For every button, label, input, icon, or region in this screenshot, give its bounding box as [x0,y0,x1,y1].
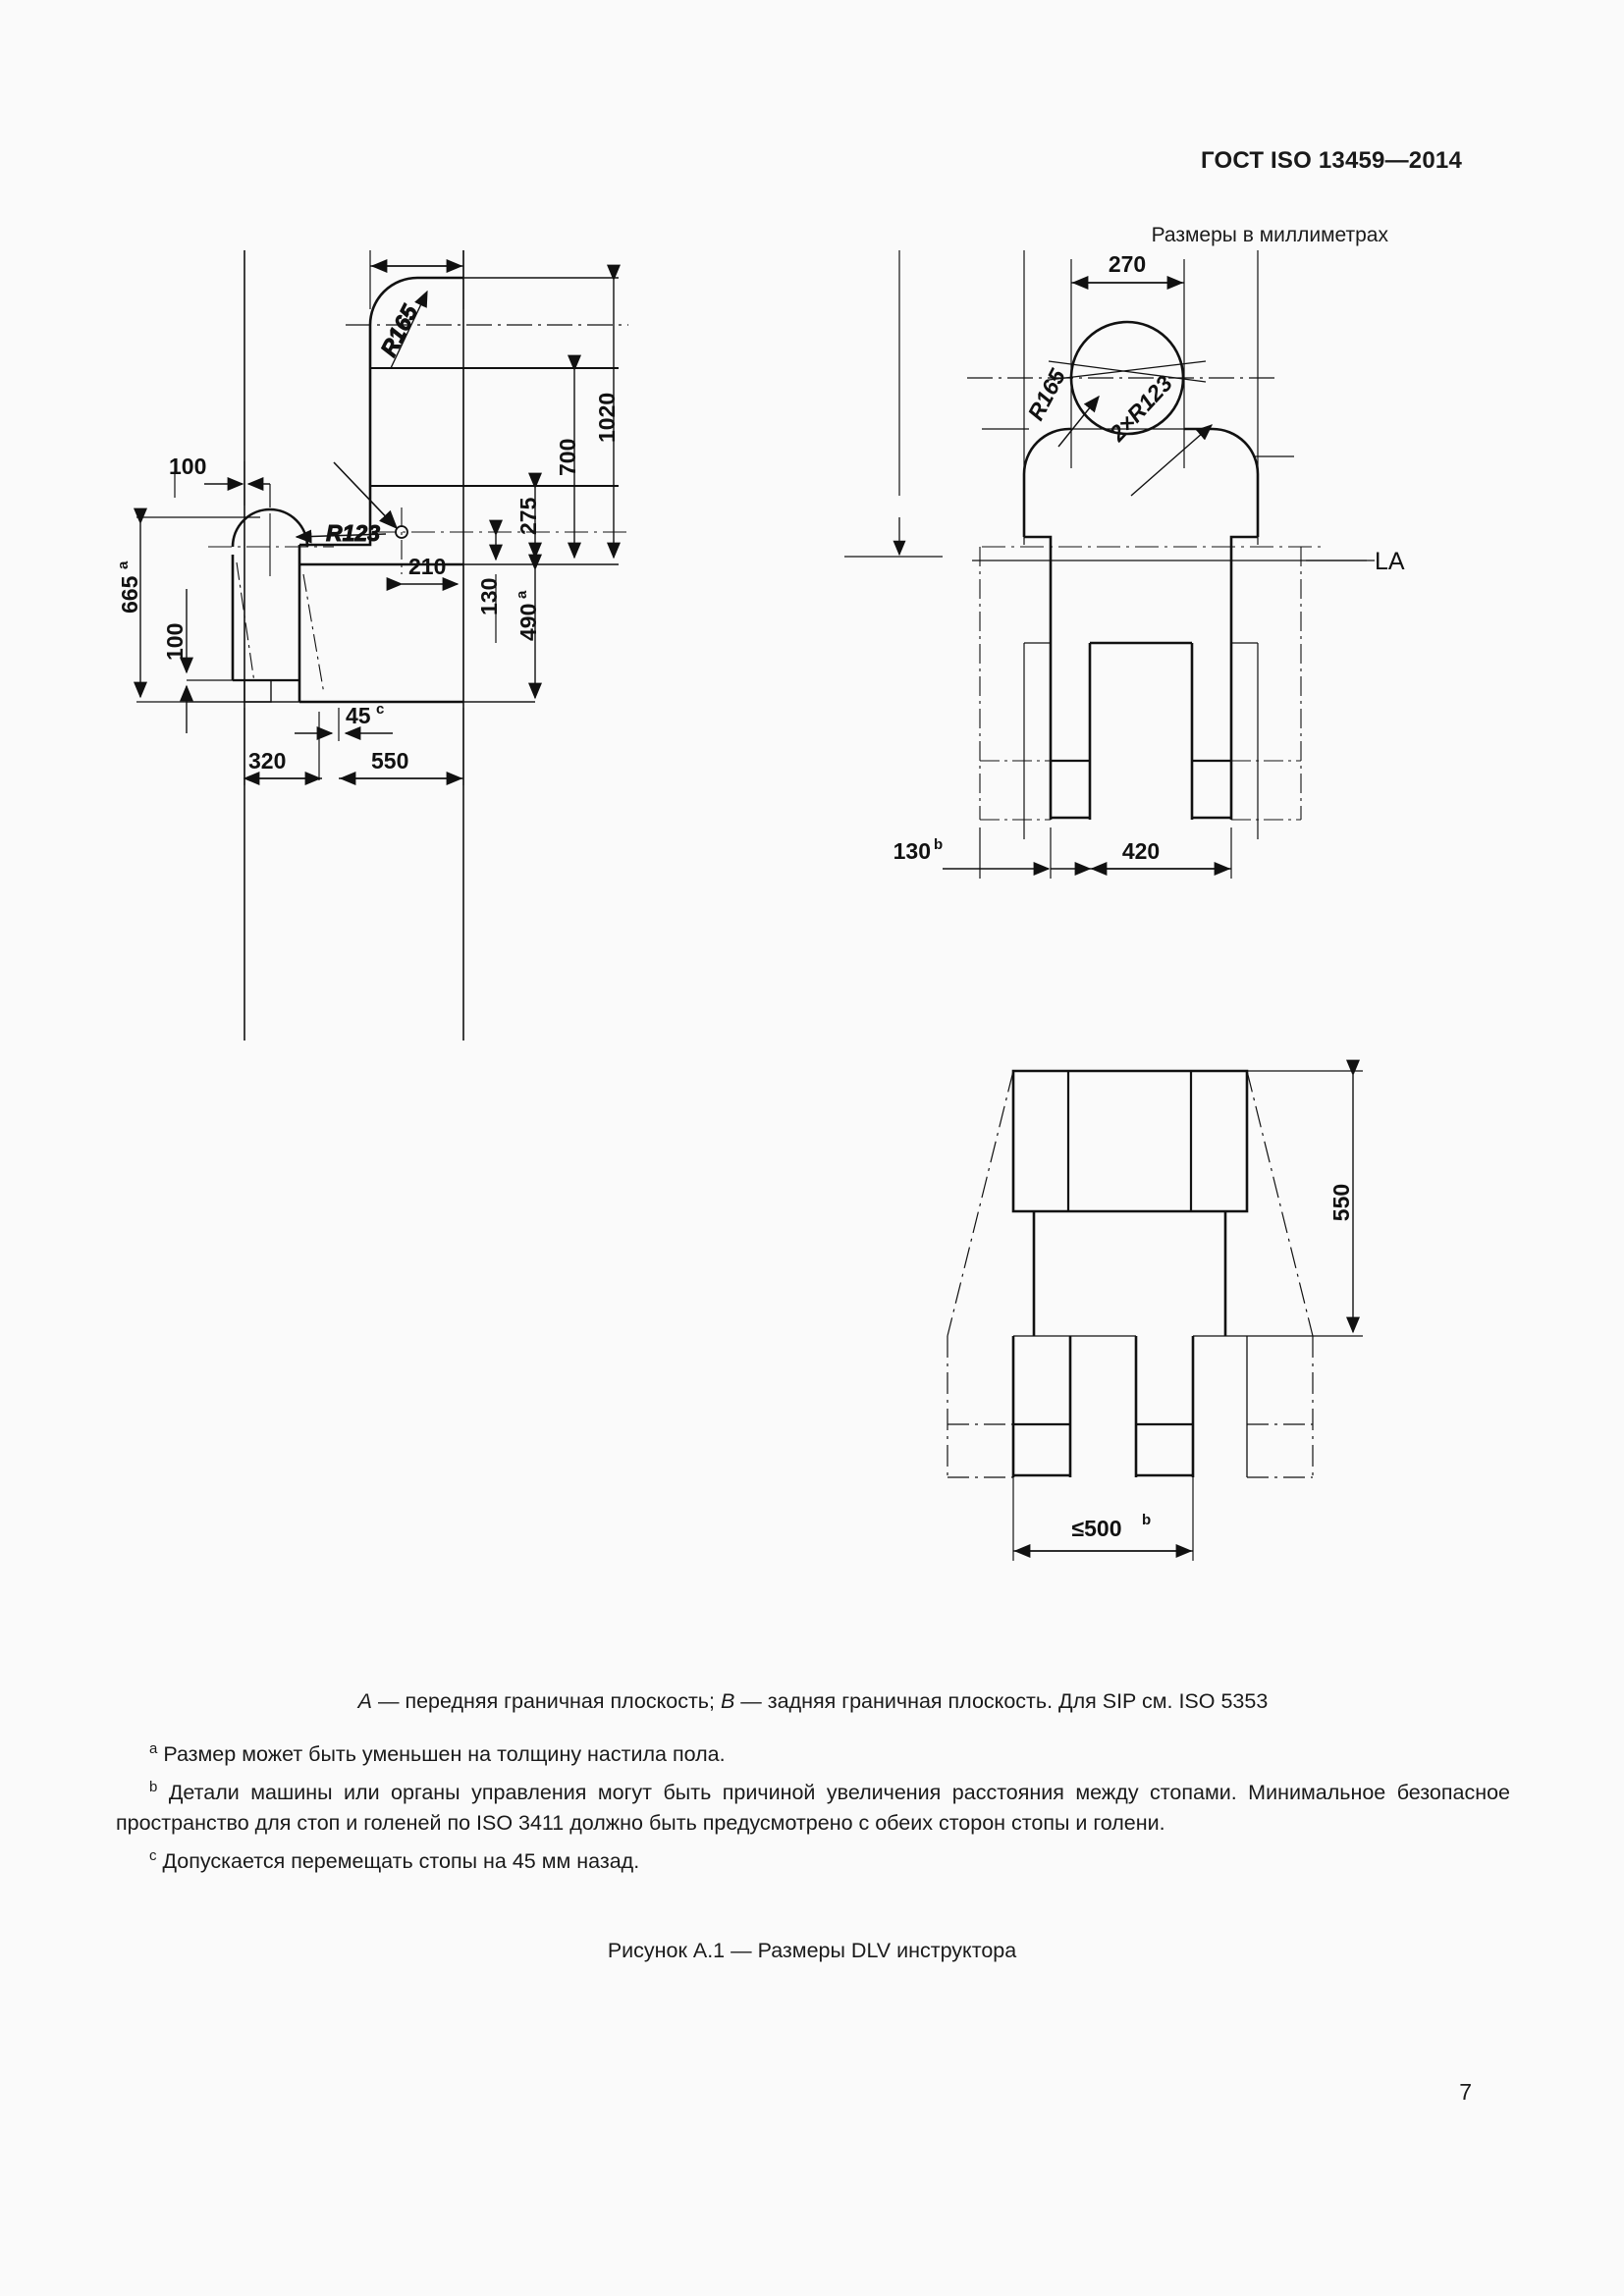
footnote-a-marker: a [149,1739,158,1757]
legend-label-b: B [720,1689,735,1713]
legend-label-a: A [357,1689,373,1713]
side-head-outline [368,276,463,368]
dim-side-seat-height-sup: a [514,590,530,599]
dim-side-foot-radius: R123 [326,520,380,546]
front-shoulder-left [1022,427,1071,537]
dim-side-shoulder-height: 700 [555,439,580,476]
legend-text-b: — задняя граничная плоскость. Для SIP см… [734,1689,1269,1713]
dim-side-front-length: 550 [371,748,408,774]
dim-bottom-max-foot-spread-sup: b [1142,1512,1151,1528]
page-number: 7 [1459,2079,1472,2105]
footnote-a: a Размер может быть уменьшен на толщину … [116,1738,1510,1770]
dim-side-seat-height: 490 [515,604,541,641]
dim-front-foot-clearance-sup: b [934,836,943,853]
dim-side-head-radius: R165 [375,299,423,360]
footnote-a-text: Размер может быть уменьшен на толщину на… [163,1741,726,1766]
dim-front-foot-clearance: 130 [893,838,931,864]
dim-bottom-leg-height: 550 [1328,1184,1354,1221]
footnote-b-text: Детали машины или органы управления могу… [116,1781,1511,1835]
dim-front-head-width: 270 [1109,251,1146,277]
dim-front-shoulder-radius: 2×R123 [1104,370,1177,447]
footnote-b: b Детали машины или органы управления мо… [116,1777,1510,1838]
side-torso-outline [299,486,372,547]
bottom-view [947,1059,1363,1561]
dim-side-foot-height: 100 [162,623,188,661]
dim-side-foot-shift: 45 [346,703,371,728]
footnote-c-marker: c [149,1847,157,1865]
dim-side-knee-offset: 130 [476,578,502,615]
dim-front-head-radius: R165 [1022,364,1070,425]
footnote-c-text: Допускается перемещать стопы на 45 мм на… [162,1849,640,1874]
dim-side-head-width: 330 [393,250,430,251]
units-note: Размеры в миллиметрах [1151,224,1388,246]
technical-drawing: R123 R165 [0,250,1624,1664]
figure-notes: A — передняя граничная плоскость; B — за… [116,1686,1510,1885]
standard-title: ГОСТ ISO 13459—2014 [1201,147,1462,174]
figure-legend: A — передняя граничная плоскость; B — за… [116,1686,1510,1717]
dim-front-foot-spacing: 420 [1122,838,1160,864]
dim-side-hip-to-knee: 210 [408,554,446,579]
dim-side-rear-length: 320 [248,748,286,774]
footnote-c: c Допускается перемещать стопы на 45 мм … [116,1845,1510,1877]
footnote-b-marker: b [149,1779,158,1796]
dim-side-foot-shift-sup: c [376,701,384,718]
dim-side-back-offset: 100 [169,454,206,479]
figure-caption: Рисунок А.1 — Размеры DLV инструктора [607,1939,1017,1962]
dim-side-total-height-sup: a [115,561,132,569]
label-leg-axis: LA [1375,548,1405,575]
dim-bottom-max-foot-spread: ≤500 [1072,1516,1122,1541]
legend-text-a: — передняя граничная плоскость; [372,1689,721,1713]
dim-side-hip-height: 275 [515,497,541,535]
dim-side-total-height: 665 [117,575,142,614]
dim-side-seat-to-top: 1020 [594,393,620,443]
front-shoulder-right [1184,427,1260,537]
